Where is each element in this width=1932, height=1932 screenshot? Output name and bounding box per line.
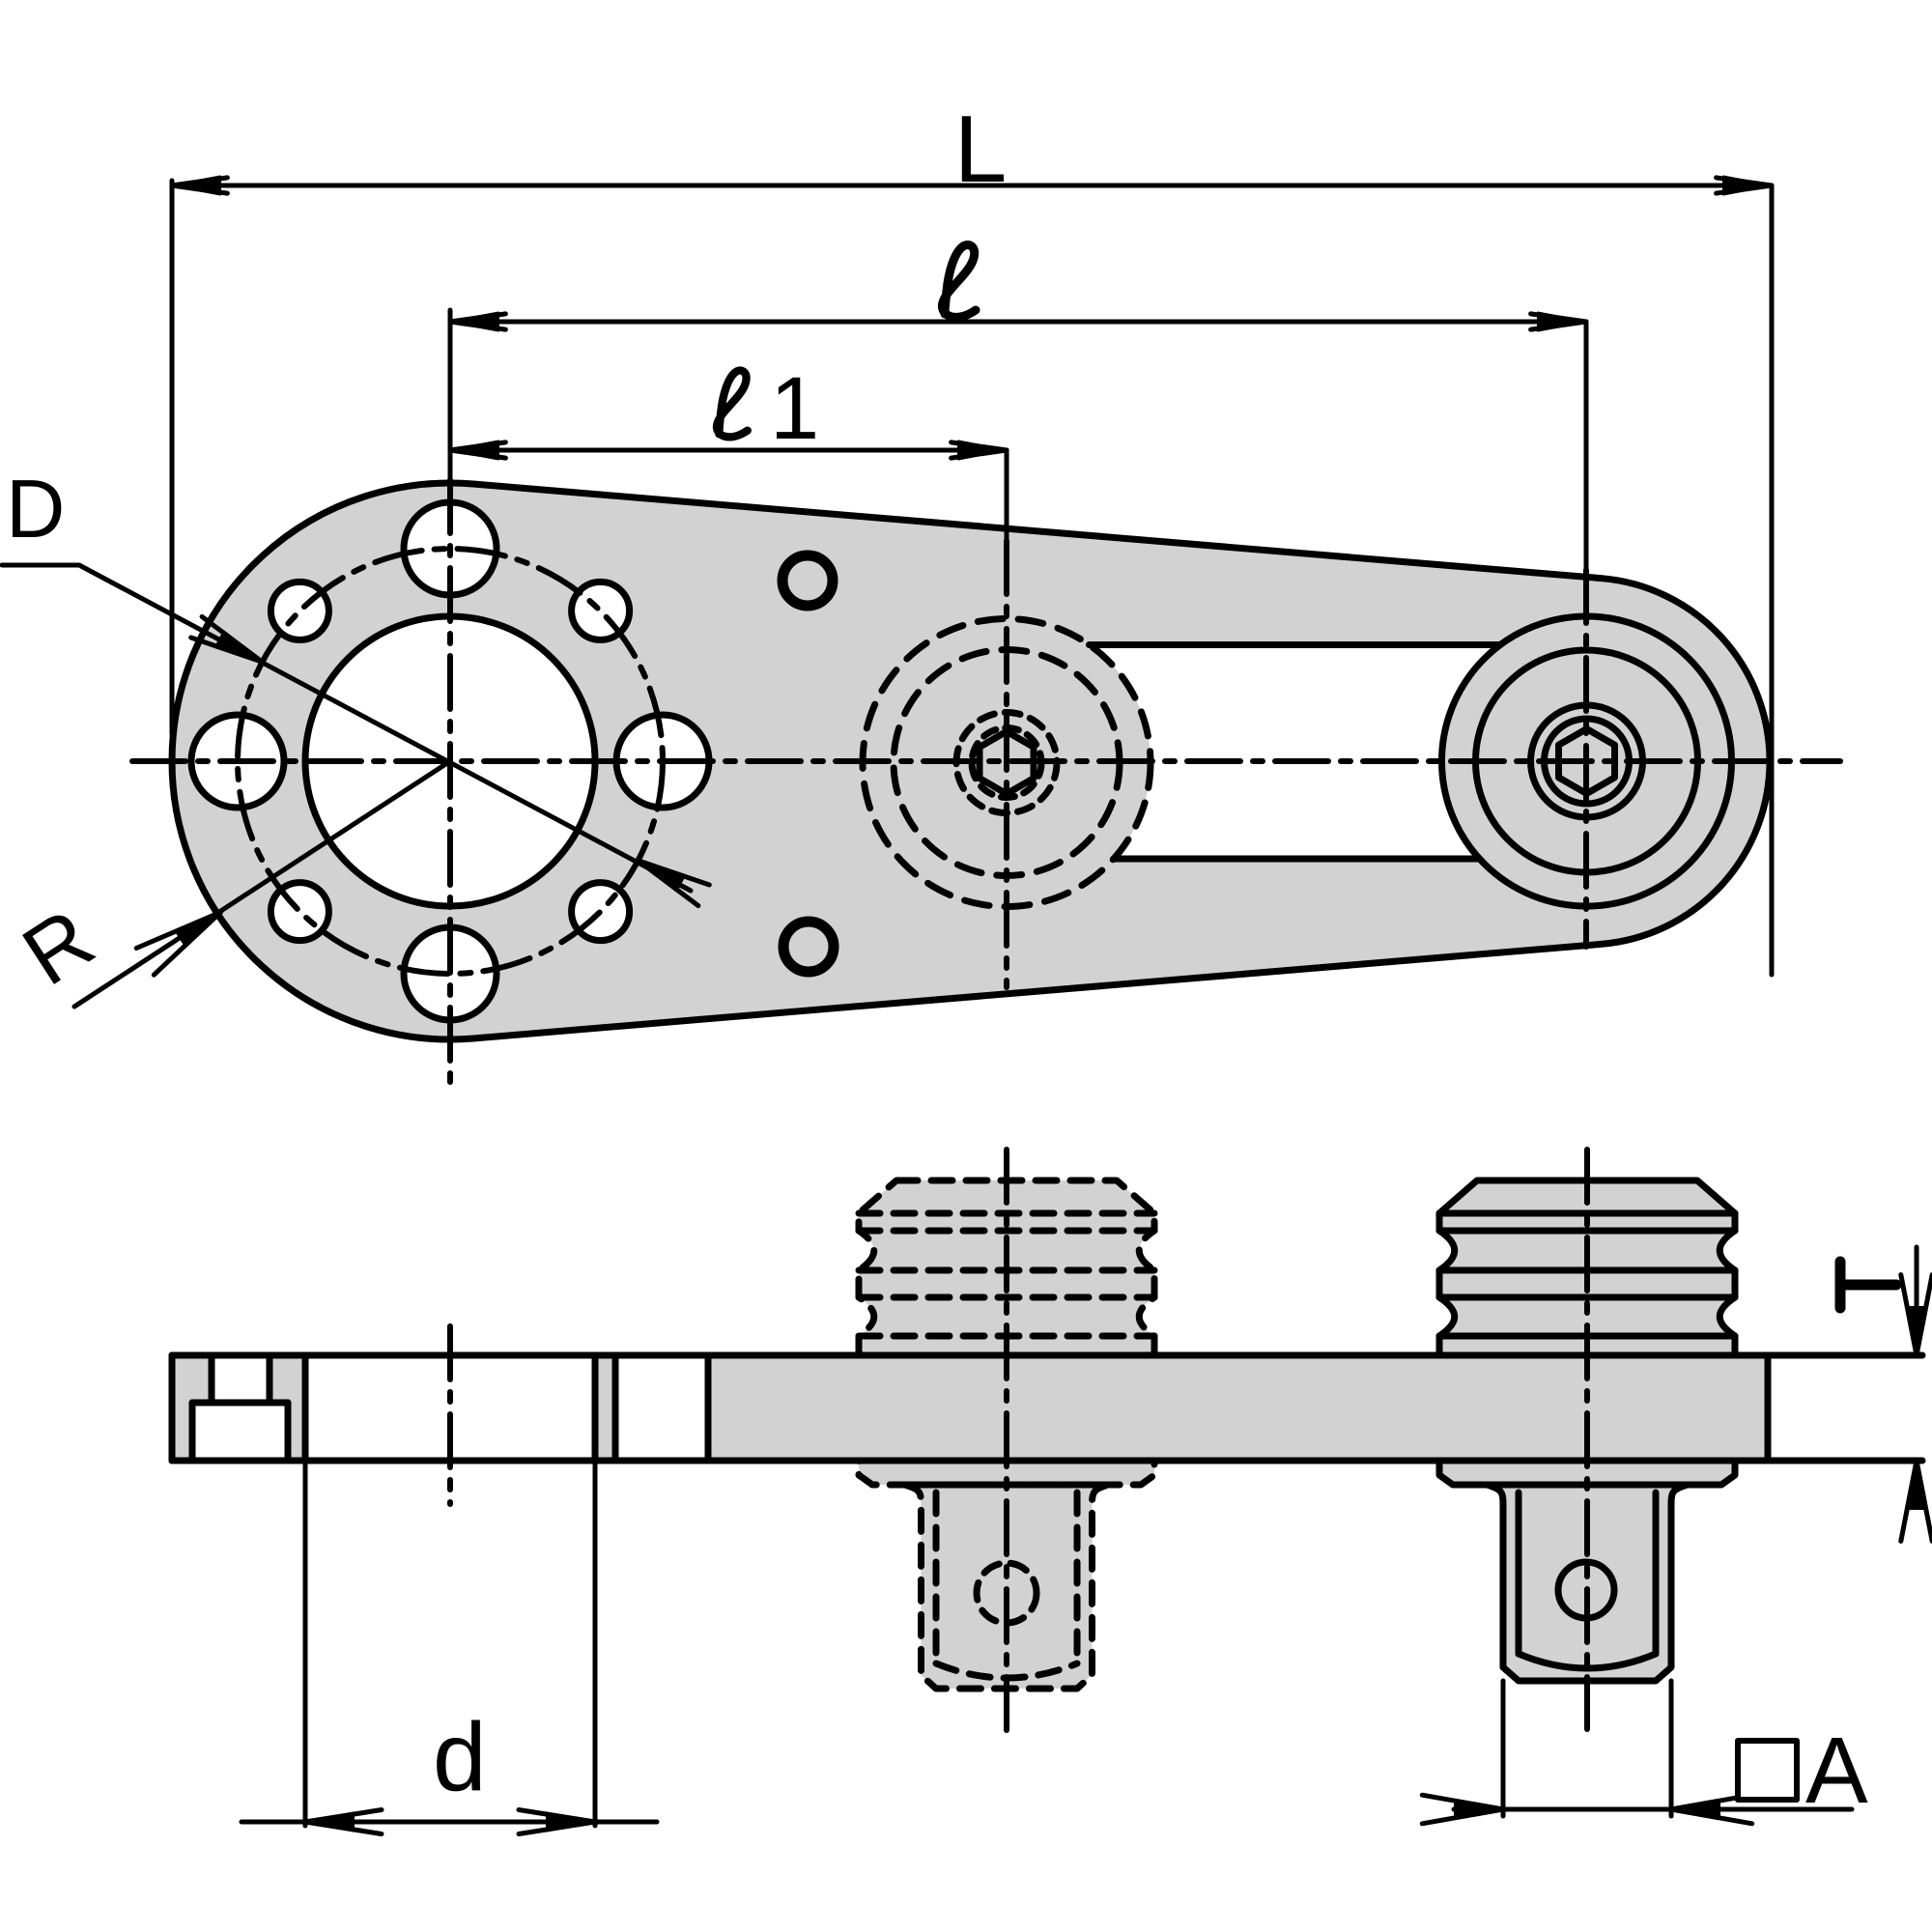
svg-text:D: D (6, 464, 65, 555)
svg-text:L: L (954, 96, 1008, 202)
svg-text:d: d (433, 1703, 487, 1811)
svg-text:A: A (1805, 1718, 1868, 1823)
svg-text:1: 1 (770, 359, 819, 458)
